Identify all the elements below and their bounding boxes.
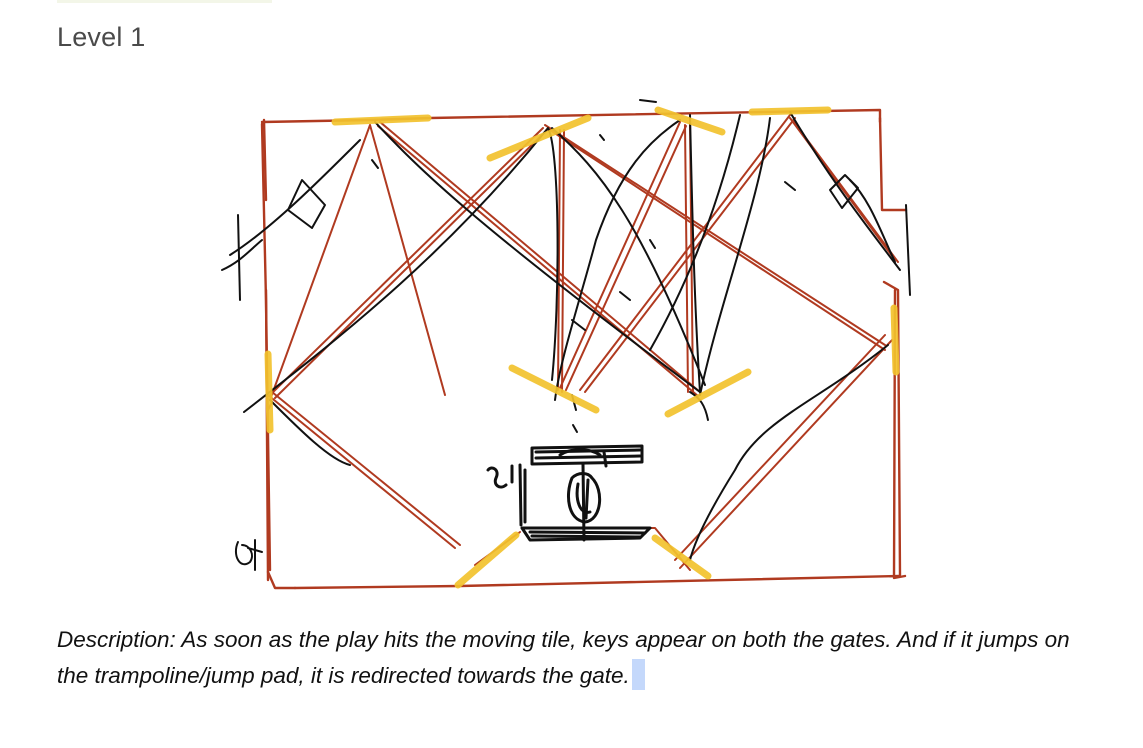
player-doodle — [234, 539, 263, 571]
level-description: Description: As soon as the play hits th… — [57, 622, 1107, 694]
text-selection-cursor — [631, 659, 645, 690]
level-sketch-drawing — [221, 99, 911, 590]
black-trajectory-lines — [221, 99, 911, 561]
moving-tile-doodle — [486, 444, 652, 542]
top-divider — [57, 0, 272, 3]
red-path-lines — [267, 114, 899, 571]
bounce-pads — [264, 106, 900, 589]
level-heading: Level 1 — [57, 22, 146, 52]
description-text: Description: As soon as the play hits th… — [57, 627, 1070, 688]
